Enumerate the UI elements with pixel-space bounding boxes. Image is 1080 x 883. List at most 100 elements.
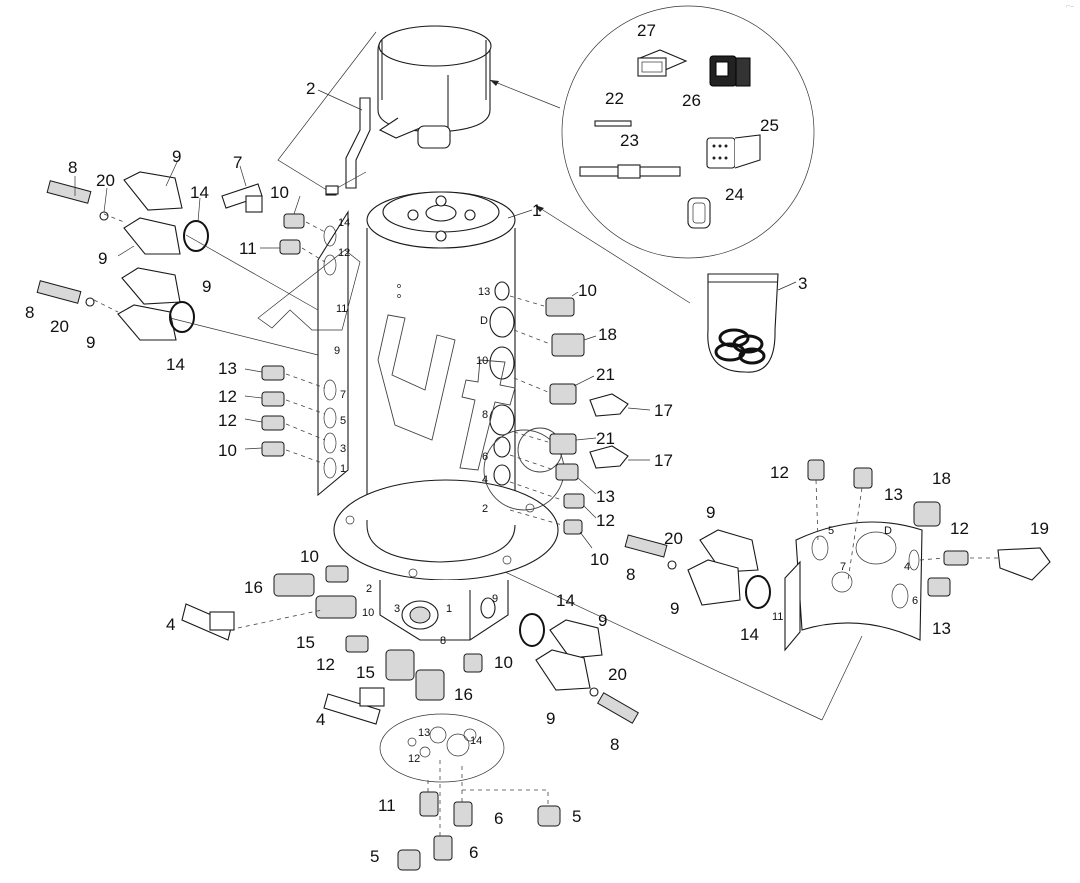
alignment-lines	[93, 213, 998, 836]
callout-12: 12	[316, 655, 335, 674]
port-label: 12	[408, 753, 420, 765]
port-label: 2	[366, 583, 372, 595]
top-cap-assembly	[377, 25, 492, 149]
callout-9: 9	[598, 611, 607, 630]
callout-8: 8	[68, 158, 77, 177]
port-label: D	[480, 315, 488, 327]
port-label: 6	[482, 451, 488, 463]
callout-12: 12	[218, 387, 237, 406]
callout-20: 20	[50, 317, 69, 336]
callout-6: 6	[469, 843, 478, 862]
port-label: 8	[440, 635, 446, 647]
port-label: 11	[772, 611, 783, 623]
callout-14: 14	[556, 591, 575, 610]
callout-9: 9	[202, 277, 211, 296]
callout-25: 25	[760, 116, 779, 135]
port-label: 9	[492, 593, 498, 605]
callout-12: 12	[770, 463, 789, 482]
port-label: 4	[904, 561, 910, 573]
flange-set-right	[624, 529, 771, 609]
port-label: 10	[476, 355, 488, 367]
port-label: 8	[482, 409, 488, 421]
port-label: 2	[482, 503, 488, 515]
port-label: 9	[334, 345, 340, 357]
callout-20: 20	[608, 665, 627, 684]
callout-13: 13	[884, 485, 903, 504]
callout-7: 7	[233, 153, 242, 172]
callout-9: 9	[670, 599, 679, 618]
callout-10: 10	[218, 441, 237, 460]
base-manifold	[379, 580, 509, 641]
callout-9: 9	[706, 503, 715, 522]
callout-6: 6	[494, 809, 503, 828]
callout-4: 4	[166, 615, 175, 634]
callout-5: 5	[370, 847, 379, 866]
callout-9: 9	[546, 709, 555, 728]
callout-10: 10	[300, 547, 319, 566]
port-label: 4	[482, 474, 488, 486]
port-label: 12	[338, 247, 350, 259]
corner-mark: ⌐–	[1066, 3, 1074, 10]
callout-20: 20	[664, 529, 683, 548]
port-label: 14	[470, 735, 482, 747]
flange-set-lower-left	[36, 234, 319, 356]
port-label: 11	[336, 303, 347, 315]
callout-1: 1	[532, 201, 541, 220]
callout-4: 4	[316, 710, 325, 729]
leader-lines	[74, 89, 797, 549]
callout-11: 11	[239, 239, 257, 258]
callout-26: 26	[682, 91, 701, 110]
flange-set-upper-left	[46, 171, 209, 255]
callout-12: 12	[950, 519, 969, 538]
part-2-bracket	[277, 31, 377, 196]
part-27-cover	[637, 49, 688, 77]
bottom-port-plate	[379, 713, 505, 783]
callout-20: 20	[96, 171, 115, 190]
callout-8: 8	[610, 735, 619, 754]
left-port-plate	[257, 210, 361, 497]
port-labels: 14 12 11 9 7 5 3 1 13 D 10 8 6 4 2 2 10 …	[334, 217, 918, 765]
fittings	[181, 183, 1051, 871]
callout-16: 16	[244, 578, 263, 597]
part-1-swivel-body	[333, 191, 559, 581]
callout-17: 17	[654, 401, 673, 420]
port-label: 6	[912, 595, 918, 607]
callout-2: 2	[306, 79, 315, 98]
callout-8: 8	[626, 565, 635, 584]
callout-10: 10	[270, 183, 289, 202]
callout-3: 3	[798, 274, 807, 293]
callout-labels: 1 2 3 4 4 5 5 6 6 7 8 8 8 8 9 9 9 9 9 9 …	[25, 21, 1049, 866]
port-label: 3	[394, 603, 400, 615]
part-22-pin	[594, 120, 632, 127]
callout-16: 16	[454, 685, 473, 704]
port-label: 5	[340, 415, 346, 427]
callout-11: 11	[378, 796, 396, 815]
port-label: 14	[338, 217, 350, 229]
port-label: 7	[840, 561, 846, 573]
callout-21: 21	[596, 429, 615, 448]
callout-10: 10	[494, 653, 513, 672]
callout-19: 19	[1030, 519, 1049, 538]
part-3-oring-bag	[534, 204, 779, 373]
callout-17: 17	[654, 451, 673, 470]
callout-10: 10	[578, 281, 597, 300]
callout-14: 14	[190, 183, 209, 202]
callout-22: 22	[605, 89, 624, 108]
port-label: 3	[340, 443, 346, 455]
callout-9: 9	[86, 333, 95, 352]
callout-10: 10	[590, 550, 609, 569]
callout-18: 18	[932, 469, 951, 488]
callout-14: 14	[740, 625, 759, 644]
callout-21: 21	[596, 365, 615, 384]
callout-9: 9	[98, 249, 107, 268]
part-26-plug	[709, 55, 751, 87]
port-label: 7	[340, 389, 346, 401]
callout-15: 15	[296, 633, 315, 652]
callout-12: 12	[596, 511, 615, 530]
callout-5: 5	[572, 807, 581, 826]
port-label: 10	[362, 607, 374, 619]
port-label: 5	[828, 525, 834, 537]
port-label: 1	[340, 463, 346, 475]
callout-12: 12	[218, 411, 237, 430]
